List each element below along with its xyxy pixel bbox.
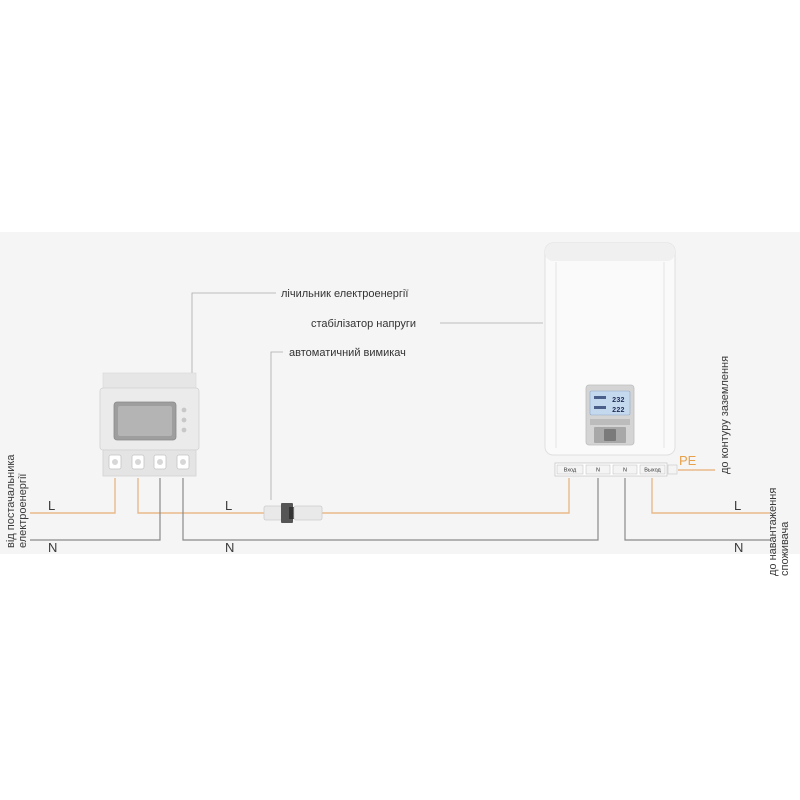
- label-L-left: L: [48, 498, 55, 513]
- meter-button-1: [181, 407, 187, 413]
- meter-screw-4: [180, 459, 186, 465]
- label-N-left: N: [48, 540, 57, 555]
- meter-screw-1: [112, 459, 118, 465]
- voltage-stabilizer: 232 222 Вход N N Выход: [544, 242, 678, 477]
- phase-wires: [30, 469, 770, 514]
- label-L-mid: L: [225, 498, 232, 513]
- terminal-label-output: Выход: [644, 468, 661, 474]
- wire-L-output: [651, 478, 770, 514]
- label-supplier-line2: електроенергії: [17, 474, 29, 548]
- wire-L-meter-to-breaker: [137, 478, 265, 514]
- stabilizer-switch: [604, 429, 616, 441]
- wire-N-output: [624, 478, 770, 541]
- callout-line-breaker: [270, 351, 283, 500]
- label-N-right: N: [734, 540, 743, 555]
- terminal-input: [556, 464, 584, 475]
- breaker-right-cap: [293, 505, 323, 521]
- meter-button-2: [181, 417, 187, 423]
- breaker-left-cap: [263, 505, 283, 521]
- stabilizer-lcd-indicator-1: [594, 396, 606, 399]
- terminal-label-n2: N: [623, 468, 627, 474]
- wire-L-input: [30, 478, 116, 514]
- label-load-line1: до навантаження: [767, 488, 779, 576]
- stabilizer-display-row2: 222: [612, 407, 625, 415]
- label-load-line2: споживача: [779, 521, 791, 576]
- callout-line-meter: [191, 292, 276, 375]
- terminal-pe: [667, 464, 678, 475]
- terminal-label-input: Вход: [564, 468, 577, 474]
- wire-N-meter-to-stabilizer: [182, 478, 599, 541]
- label-ground: до контуру заземлення: [719, 356, 731, 474]
- stabilizer-top-panel: [545, 243, 675, 261]
- stabilizer-button-row: [590, 419, 630, 425]
- electricity-meter: [99, 372, 200, 477]
- breaker-lever: [289, 507, 295, 519]
- label-L-right: L: [734, 498, 741, 513]
- stabilizer-display-row1: 232: [612, 397, 625, 405]
- wire-L-breaker-to-stabilizer: [322, 478, 570, 514]
- callout-meter: лічильник електроенергії: [281, 288, 408, 300]
- label-N-mid: N: [225, 540, 234, 555]
- neutral-wires: [30, 478, 770, 541]
- label-supplier: від постачальника електроенергії: [5, 454, 29, 548]
- callout-stabilizer: стабілізатор напруги: [311, 318, 416, 330]
- meter-screw-3: [157, 459, 163, 465]
- meter-screw-2: [135, 459, 141, 465]
- terminal-n1: [585, 464, 611, 475]
- callout-lines: [191, 292, 543, 500]
- stabilizer-lcd-indicator-2: [594, 406, 606, 409]
- meter-lcd-inner: [118, 406, 172, 436]
- label-load: до навантаження споживача: [767, 488, 791, 576]
- terminal-output: [639, 464, 666, 475]
- label-ground-text: до контуру заземлення: [719, 356, 731, 474]
- terminal-label-n1: N: [596, 468, 600, 474]
- circuit-breaker: [263, 503, 323, 523]
- meter-top-clip: [102, 372, 197, 391]
- callout-breaker: автоматичний вимикач: [289, 347, 406, 359]
- wire-N-input: [30, 478, 161, 541]
- label-PE: PE: [679, 453, 697, 468]
- label-supplier-line1: від постачальника: [5, 454, 17, 548]
- terminal-n2: [612, 464, 638, 475]
- meter-button-3: [181, 427, 187, 433]
